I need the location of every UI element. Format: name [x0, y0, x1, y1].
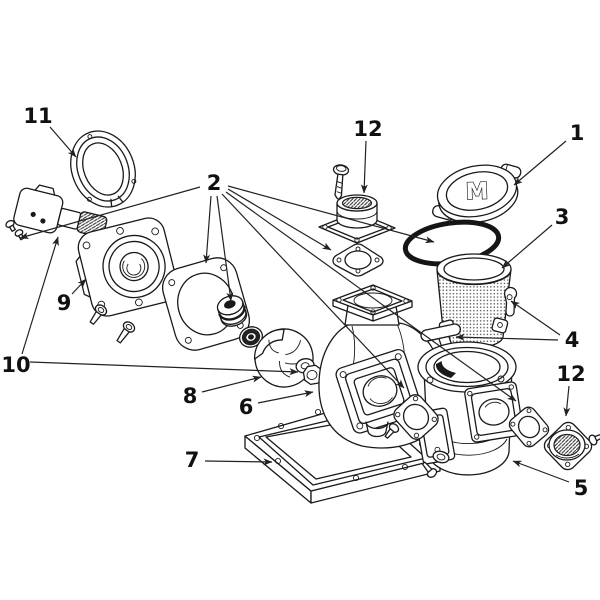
- callout-number-11: 11: [23, 104, 52, 128]
- leader-line-2: [227, 185, 435, 244]
- strainer-lid: M: [432, 163, 522, 224]
- callout-number-7: 7: [185, 448, 200, 472]
- shaft-seal-ring: [238, 326, 264, 348]
- lid-letter: M: [465, 179, 489, 206]
- shaft-coupling: [13, 184, 108, 238]
- leader-line-8: [201, 375, 262, 393]
- leader-line-9: [71, 278, 87, 295]
- leader-line-12: [360, 140, 368, 194]
- leader-line-7: [204, 458, 273, 466]
- pot-drain-bolt: [421, 461, 438, 478]
- leader-line-4: [455, 333, 559, 341]
- seal-plate-gasket: [161, 257, 251, 351]
- callout-number-3: 3: [555, 205, 570, 229]
- leader-line-11: [49, 126, 77, 158]
- leader-line-2: [227, 188, 332, 251]
- leader-line-3: [501, 224, 553, 269]
- volute-bolt: [384, 423, 400, 439]
- callout-number-5: 5: [574, 476, 589, 500]
- callout-number-6: 6: [239, 395, 254, 419]
- callout-number-12b: 12: [556, 362, 585, 386]
- callout-number-10: 10: [1, 353, 30, 377]
- leader-line-12b: [563, 385, 571, 417]
- leader-line-2: [203, 195, 212, 264]
- volute-drain-boss: [365, 421, 389, 438]
- flange-bolt-top: [332, 164, 350, 201]
- seal-plate-bolts: [89, 304, 136, 344]
- callout-number-8: 8: [183, 384, 198, 408]
- callout-number-12: 12: [353, 117, 382, 141]
- pot-volute-gasket: [393, 394, 439, 440]
- leader-line-10: [21, 236, 59, 355]
- callout-number-2: 2: [207, 171, 222, 195]
- pot-drain-plug: [432, 450, 450, 464]
- leader-line-2: [216, 195, 234, 302]
- seal-plate: [75, 217, 179, 317]
- leader-line-1: [513, 140, 567, 186]
- callout-number-9: 9: [57, 291, 72, 315]
- leader-line-2: [221, 193, 405, 389]
- leader-line-5: [512, 460, 570, 483]
- motor-collar-ring: [70, 130, 137, 208]
- leader-line-2: [225, 191, 517, 402]
- callout-number-4: 4: [565, 328, 580, 352]
- flange-gasket-top: [332, 243, 384, 277]
- leader-line-6: [257, 390, 314, 404]
- pot-clamp-hook: [503, 286, 518, 317]
- leader-line-2: [19, 186, 201, 240]
- pipe-flange-top: [318, 194, 396, 244]
- volute-top-flange: [332, 284, 413, 322]
- leader-line-10: [29, 361, 299, 376]
- callout-number-1: 1: [570, 121, 585, 145]
- pipe-flange-bottom: [543, 421, 600, 471]
- leader-line-4: [510, 300, 561, 336]
- side-port-gasket: [508, 406, 550, 448]
